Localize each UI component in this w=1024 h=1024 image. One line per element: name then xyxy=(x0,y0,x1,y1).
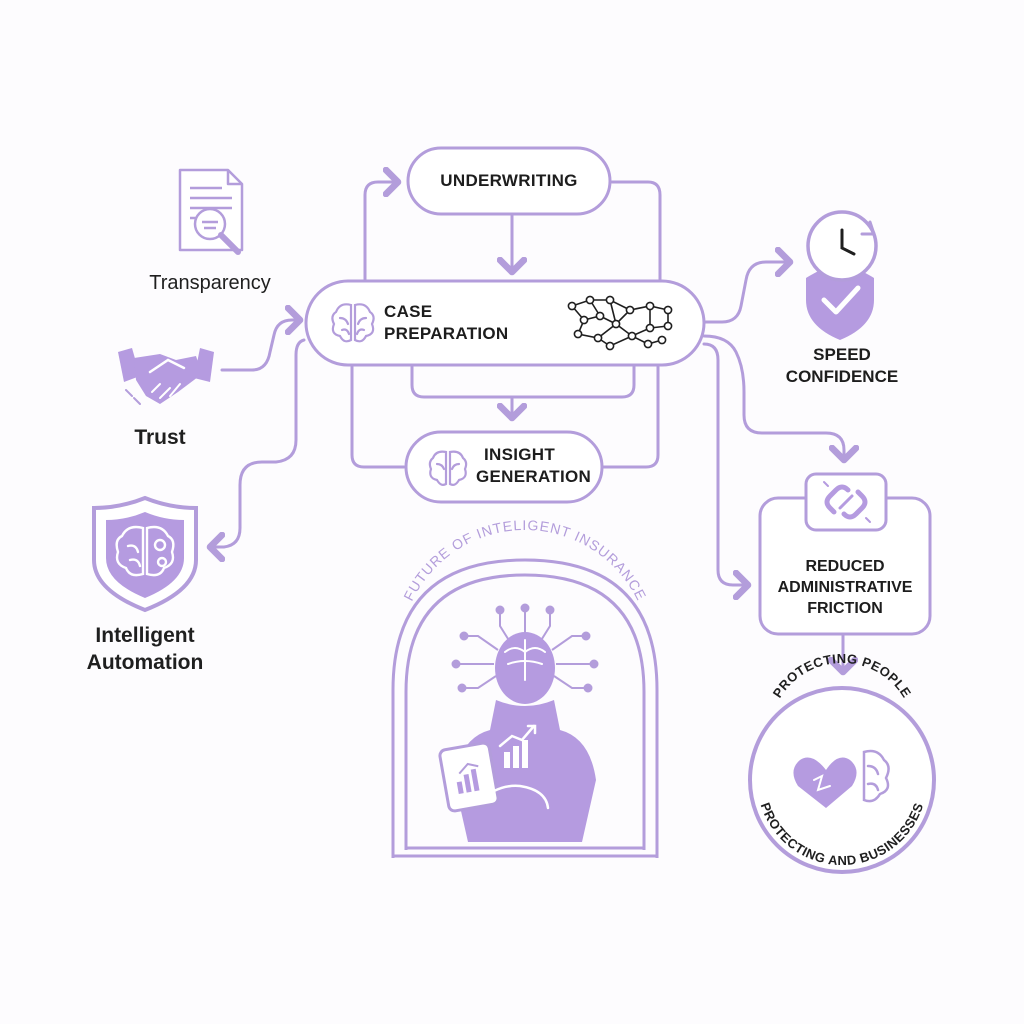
insight-brain-icon xyxy=(428,450,468,486)
growth-chart-icon xyxy=(498,724,537,768)
document-search-icon xyxy=(178,168,244,255)
tablet-icon xyxy=(438,741,500,813)
transparency-label: Transparency xyxy=(149,272,271,294)
intelligent-automation-label: Intelligent Automation xyxy=(50,622,240,676)
protecting-badge: PROTECTING PEOPLE PROTECTING AND BUSINES… xyxy=(748,651,936,874)
connector-inner-loop xyxy=(410,364,636,399)
connector-case-to-automation xyxy=(210,338,306,547)
badge-brain-icon xyxy=(862,749,890,803)
broken-link-icon xyxy=(823,481,871,523)
handshake-icon xyxy=(118,348,214,405)
case-preparation-node[interactable] xyxy=(304,279,706,367)
case-preparation-line2: PREPARATION xyxy=(384,324,509,343)
underwriting-label: UNDERWRITING xyxy=(440,171,578,190)
brain-shield-icon xyxy=(92,495,198,613)
connector-outer-loop-right xyxy=(600,364,660,469)
reduced-line1: REDUCED xyxy=(805,558,885,575)
insight-line1: INSIGHT xyxy=(484,445,556,464)
connector-case-to-speed xyxy=(702,262,790,324)
reduced-line2: ADMINISTRATIVE xyxy=(777,579,913,596)
heart-icon xyxy=(793,757,857,808)
connector-case-to-reduced-icon xyxy=(702,334,844,460)
reduced-friction-label: REDUCED ADMINISTRATIVE FRICTION xyxy=(760,556,930,619)
speed-line: SPEED xyxy=(813,345,871,364)
case-preparation-label: CASE PREPARATION xyxy=(384,301,534,345)
trust-label: Trust xyxy=(134,426,186,449)
speed-confidence-label: SPEED CONFIDENCE xyxy=(760,344,924,388)
brain-icon xyxy=(331,303,375,343)
connector-underwriting-right xyxy=(610,180,662,282)
automation-line2: Automation xyxy=(86,651,204,674)
connector-case-to-underwriting xyxy=(363,182,398,282)
network-graph-icon xyxy=(567,295,673,351)
confidence-line: CONFIDENCE xyxy=(785,367,899,386)
insight-line2: GENERATION xyxy=(476,467,592,486)
connector-outer-loop-left xyxy=(350,364,406,469)
underwriting-node[interactable] xyxy=(406,146,612,216)
future-arch: FUTURE OF INTELIGENT INSURANCE xyxy=(391,517,659,858)
connector-case-to-reduced-box xyxy=(702,342,748,585)
reduced-line3: FRICTION xyxy=(807,600,883,617)
automation-line1: Intelligent xyxy=(95,624,195,647)
connector-trust-to-case xyxy=(220,320,300,372)
clock-shield-icon xyxy=(806,210,878,340)
case-preparation-line1: CASE xyxy=(384,302,433,321)
insight-generation-label: INSIGHT GENERATION xyxy=(476,444,602,488)
